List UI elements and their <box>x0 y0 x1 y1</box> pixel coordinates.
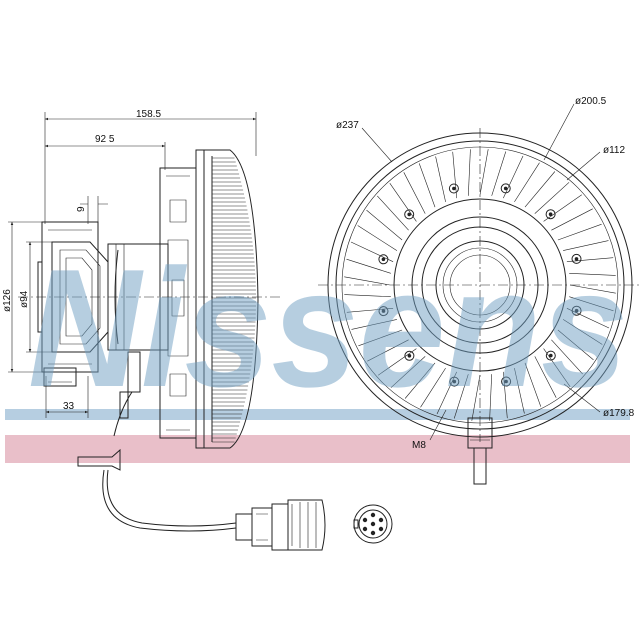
housing-rib <box>551 208 593 231</box>
pilot-diameter-label: ø94 <box>19 290 30 308</box>
center-bore-label: ø112 <box>603 145 625 156</box>
bolt-hole <box>500 183 511 194</box>
ring-diameter-label: ø179.8 <box>603 408 635 419</box>
housing-rib <box>534 356 557 398</box>
housing-rib <box>344 294 391 297</box>
housing-rib <box>524 362 542 407</box>
housing-rib <box>503 371 508 419</box>
housing-rib <box>346 258 391 274</box>
bolt-center <box>407 354 412 358</box>
housing-rib <box>557 329 594 361</box>
housing-rib <box>350 241 394 262</box>
housing-rib <box>514 162 540 203</box>
housing-rib <box>489 374 492 421</box>
housing-rib <box>543 194 582 222</box>
bolt-hole <box>378 306 389 317</box>
bolt-center <box>503 186 508 191</box>
bolt-center <box>381 309 386 313</box>
housing-rib <box>471 374 481 421</box>
bolt-center <box>504 379 508 384</box>
flange-thickness-label: 9 <box>76 206 87 212</box>
bolt-center <box>452 186 456 191</box>
housing-rib <box>503 155 524 199</box>
housing-rib <box>346 308 394 313</box>
side-view <box>8 112 282 449</box>
bolt-center <box>452 379 457 384</box>
bolt-hole <box>571 305 582 316</box>
bolt-hole <box>448 183 459 194</box>
housing-rib <box>569 296 614 312</box>
housing-rib <box>557 223 602 241</box>
bolt-hole <box>449 376 460 387</box>
housing-rib <box>491 151 507 196</box>
housing-rib <box>420 367 446 408</box>
thread-size-label: M8 <box>412 440 426 451</box>
bolt-center <box>574 257 579 261</box>
housing-rib <box>378 348 417 376</box>
watermark-text: Nissens <box>28 234 628 422</box>
housing-rib <box>551 339 583 375</box>
housing-rib <box>418 163 436 208</box>
housing-rib <box>436 371 457 415</box>
housing-rib <box>377 195 409 231</box>
housing-rib <box>358 329 403 347</box>
sensor-cable <box>77 448 326 551</box>
housing-rib <box>435 156 446 202</box>
overall-length-label: 158.5 <box>136 109 161 120</box>
bolt-hole <box>571 253 582 264</box>
hub-length-label: 92 5 <box>95 134 115 145</box>
bolt-circle-label: ø200.5 <box>575 96 607 107</box>
housing-rib <box>404 362 436 399</box>
housing-rib <box>390 356 426 388</box>
housing-rib <box>344 276 391 286</box>
bolt-hole <box>378 254 389 265</box>
bolt-center <box>381 257 386 262</box>
bolt-center <box>549 353 553 358</box>
housing-rib <box>367 339 409 362</box>
housing-rib <box>569 284 616 294</box>
housing-rib <box>569 273 616 276</box>
housing-rib <box>514 368 525 414</box>
connector-end-view <box>353 504 393 544</box>
housing-rib <box>524 171 556 208</box>
housing-rib <box>563 240 609 251</box>
housing-rib <box>534 182 570 214</box>
housing-rib <box>566 308 610 329</box>
housing-rib <box>562 319 603 345</box>
bolt-hole <box>501 376 512 387</box>
housing-rib <box>453 374 469 419</box>
front-view <box>318 103 640 485</box>
housing-rib <box>452 151 457 199</box>
outer-diameter-label: ø126 <box>2 289 13 312</box>
housing-rib <box>543 348 571 387</box>
watermark-blue-stripe <box>5 409 630 420</box>
bolt-hole <box>545 350 556 361</box>
bolt-hole <box>404 350 415 361</box>
bolt-center <box>407 212 412 217</box>
housing-rib <box>389 183 417 222</box>
housing-rib <box>566 257 614 262</box>
bolt-hole <box>404 209 415 220</box>
housing-rib <box>357 225 398 251</box>
fan-diameter-label: ø237 <box>336 120 359 131</box>
housing-rib <box>403 172 426 214</box>
housing-rib <box>468 149 471 196</box>
housing-rib <box>351 319 397 330</box>
housing-rib <box>366 209 403 241</box>
bolt-hole <box>545 209 556 220</box>
housing-rib <box>479 149 489 196</box>
bolt-center <box>548 212 553 216</box>
watermark-pink-stripe <box>5 435 630 463</box>
bolt-center <box>574 308 579 313</box>
hub-depth-label: 33 <box>63 401 75 412</box>
